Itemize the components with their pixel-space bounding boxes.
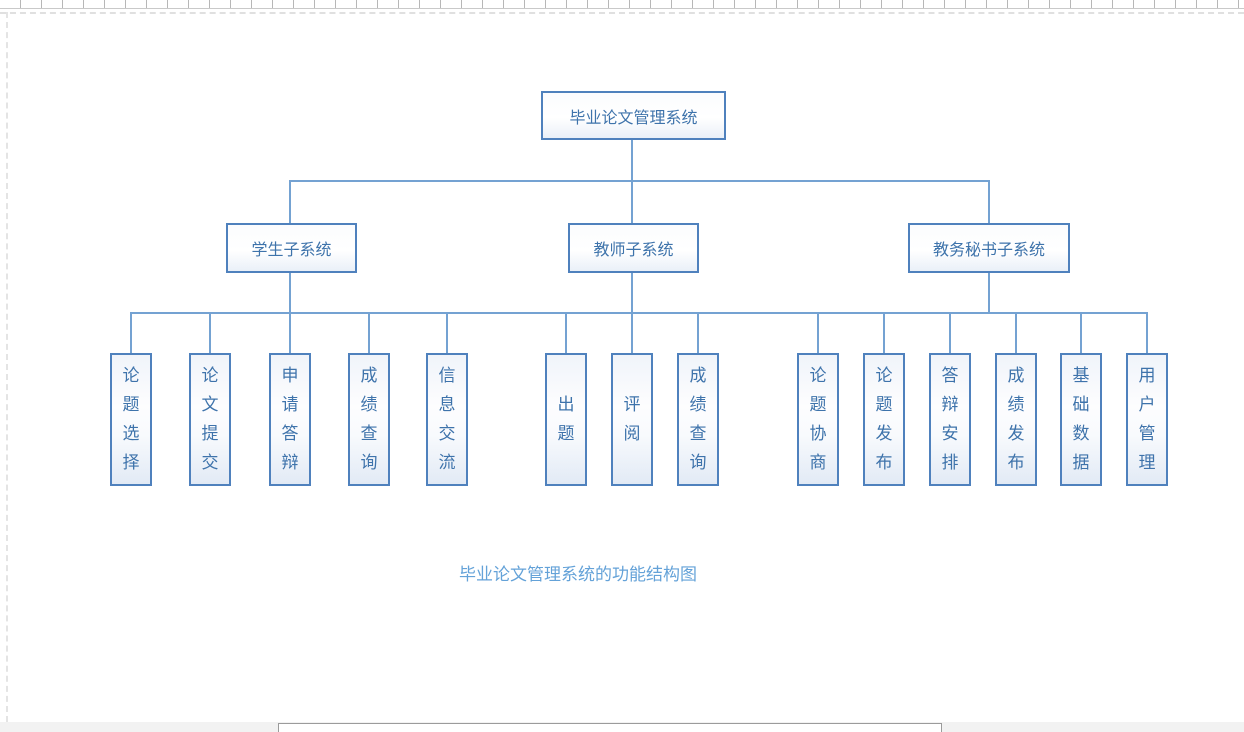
node-topic-selection[interactable]: 论题选择 bbox=[110, 353, 152, 486]
connector-line bbox=[817, 314, 819, 353]
connector-line bbox=[565, 314, 567, 353]
connector-line bbox=[289, 180, 990, 182]
connector-line bbox=[289, 314, 291, 353]
connector-line bbox=[289, 180, 291, 223]
node-label: 论文提交 bbox=[201, 365, 219, 473]
node-topic-creation[interactable]: 出题 bbox=[545, 353, 587, 486]
ruler bbox=[0, 0, 1244, 9]
node-secretary-subsystem[interactable]: 教务秘书子系统 bbox=[908, 223, 1070, 273]
node-basic-data[interactable]: 基础数据 bbox=[1060, 353, 1102, 486]
horizontal-scrollbar-thumb[interactable] bbox=[278, 723, 942, 732]
node-defense-arrangement[interactable]: 答辩安排 bbox=[929, 353, 971, 486]
node-label: 用户管理 bbox=[1138, 365, 1156, 473]
connector-line bbox=[130, 314, 132, 353]
node-grade-publishing[interactable]: 成绩发布 bbox=[995, 353, 1037, 486]
node-topic-publishing[interactable]: 论题发布 bbox=[863, 353, 905, 486]
node-information-exchange[interactable]: 信息交流 bbox=[426, 353, 468, 486]
node-label: 评阅 bbox=[623, 394, 641, 444]
page-boundary-dashed-top bbox=[0, 12, 1244, 14]
node-teacher-subsystem[interactable]: 教师子系统 bbox=[568, 223, 699, 273]
node-label: 基础数据 bbox=[1072, 365, 1090, 473]
node-student-subsystem[interactable]: 学生子系统 bbox=[226, 223, 357, 273]
connector-line bbox=[130, 312, 1148, 314]
node-label: 成绩查询 bbox=[689, 365, 707, 473]
node-label: 成绩查询 bbox=[360, 365, 378, 473]
connector-line bbox=[289, 273, 291, 313]
diagram-caption: 毕业论文管理系统的功能结构图 bbox=[459, 565, 697, 585]
node-grade-inquiry-student[interactable]: 成绩查询 bbox=[348, 353, 390, 486]
node-label: 出题 bbox=[557, 394, 575, 444]
node-grade-inquiry-teacher[interactable]: 成绩查询 bbox=[677, 353, 719, 486]
node-label: 论题发布 bbox=[875, 365, 893, 473]
node-label: 教师子系统 bbox=[593, 240, 674, 259]
node-label: 答辩安排 bbox=[941, 365, 959, 473]
connector-line bbox=[209, 314, 211, 353]
connector-line bbox=[697, 314, 699, 353]
connector-line bbox=[949, 314, 951, 353]
connector-line bbox=[883, 314, 885, 353]
connector-line bbox=[1080, 314, 1082, 353]
connector-line bbox=[988, 273, 990, 313]
bottom-bar bbox=[0, 722, 1244, 732]
node-label: 论题协商 bbox=[809, 365, 827, 473]
node-label: 成绩发布 bbox=[1007, 365, 1025, 473]
node-label: 学生子系统 bbox=[251, 240, 332, 259]
connector-line bbox=[446, 314, 448, 353]
node-review[interactable]: 评阅 bbox=[611, 353, 653, 486]
node-topic-negotiation[interactable]: 论题协商 bbox=[797, 353, 839, 486]
connector-line bbox=[368, 314, 370, 353]
node-label: 毕业论文管理系统 bbox=[569, 107, 698, 127]
node-root[interactable]: 毕业论文管理系统 bbox=[541, 91, 726, 140]
node-thesis-submission[interactable]: 论文提交 bbox=[189, 353, 231, 486]
connector-line bbox=[631, 273, 633, 313]
connector-line bbox=[631, 314, 633, 353]
connector-line bbox=[988, 180, 990, 223]
page-boundary-dashed-left bbox=[6, 12, 8, 722]
node-label: 信息交流 bbox=[438, 365, 456, 473]
node-label: 教务秘书子系统 bbox=[932, 240, 1045, 259]
node-defense-application[interactable]: 申请答辩 bbox=[269, 353, 311, 486]
connector-line bbox=[1146, 314, 1148, 353]
node-label: 申请答辩 bbox=[281, 365, 299, 473]
node-user-management[interactable]: 用户管理 bbox=[1126, 353, 1168, 486]
connector-line bbox=[1015, 314, 1017, 353]
node-label: 论题选择 bbox=[122, 365, 140, 473]
